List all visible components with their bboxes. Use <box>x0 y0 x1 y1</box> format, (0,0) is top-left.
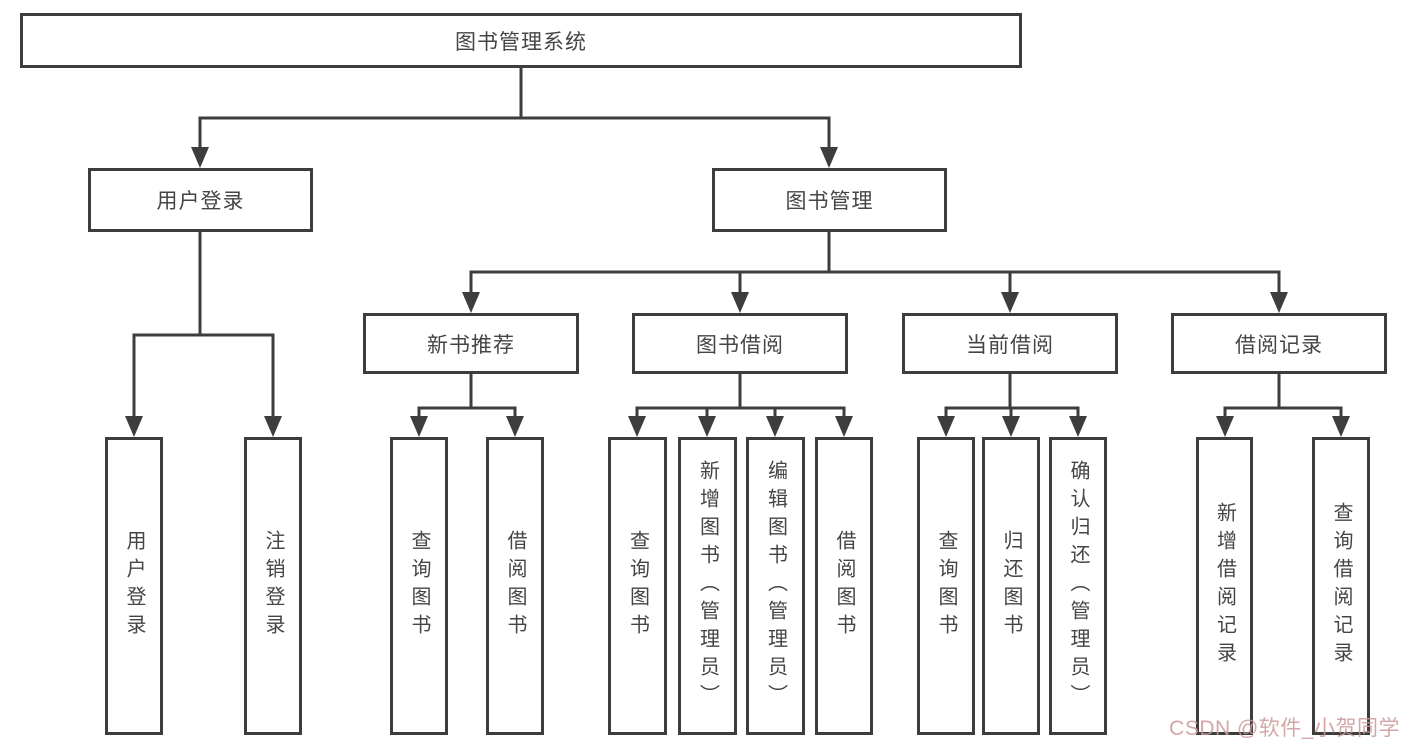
arrowhead <box>1270 292 1288 313</box>
node-root-library-management-system: 图书管理系统 <box>20 13 1022 68</box>
leaf-bb-edit-books-admin: 编辑图书（管理员） <box>746 437 805 735</box>
node-label: 新书推荐 <box>427 333 515 357</box>
leaf-br-add-borrow-record: 新增借阅记录 <box>1196 437 1253 735</box>
node-label: 查询图书 <box>408 530 430 642</box>
arrowhead <box>191 147 209 168</box>
leaf-cb-query-books: 查询图书 <box>917 437 975 735</box>
node-label: 新增图书（管理员） <box>696 460 719 712</box>
node-label: 新增借阅记录 <box>1213 502 1236 670</box>
leaf-bb-query-books: 查询图书 <box>608 437 667 735</box>
leaf-bb-borrow-books: 借阅图书 <box>815 437 873 735</box>
arrowhead <box>264 416 282 437</box>
leaf-nbr-query-books: 查询图书 <box>390 437 448 735</box>
arrowhead <box>506 416 524 437</box>
node-label: 图书借阅 <box>696 333 784 357</box>
node-label: 借阅记录 <box>1235 333 1323 357</box>
node-label: 确认归还（管理员） <box>1067 460 1089 712</box>
leaf-nbr-borrow-books: 借阅图书 <box>486 437 544 735</box>
node-user-login: 用户登录 <box>88 168 313 232</box>
connector-borrowrecord-to-leaves <box>1216 372 1350 437</box>
arrowhead <box>1069 416 1087 437</box>
arrowhead <box>937 416 955 437</box>
node-label: 用户登录 <box>123 530 145 642</box>
node-label: 注销登录 <box>262 530 284 642</box>
arrowhead <box>125 416 143 437</box>
leaf-cb-confirm-return-admin: 确认归还（管理员） <box>1049 437 1107 735</box>
connector-root-to-level1 <box>191 66 838 168</box>
node-label: 查询图书 <box>935 530 957 642</box>
leaf-bb-add-books-admin: 新增图书（管理员） <box>678 437 737 735</box>
arrowhead <box>462 292 480 313</box>
node-label: 归还图书 <box>1000 530 1022 642</box>
node-label: 图书管理系统 <box>455 30 587 54</box>
leaf-cb-return-books: 归还图书 <box>982 437 1040 735</box>
node-borrow-records: 借阅记录 <box>1171 313 1387 374</box>
arrowhead <box>1002 416 1020 437</box>
arrowhead <box>731 292 749 313</box>
arrowhead <box>1216 416 1234 437</box>
leaf-logout: 注销登录 <box>244 437 302 735</box>
node-new-book-recommend: 新书推荐 <box>363 313 579 374</box>
arrowhead <box>1001 292 1019 313</box>
arrowhead <box>820 147 838 168</box>
node-book-management: 图书管理 <box>712 168 947 232</box>
node-label: 查询图书 <box>626 530 649 642</box>
node-label: 查询借阅记录 <box>1330 502 1352 670</box>
node-label: 编辑图书（管理员） <box>764 460 787 712</box>
arrowhead <box>698 416 716 437</box>
leaf-user-login: 用户登录 <box>105 437 163 735</box>
arrowhead <box>1332 416 1350 437</box>
arrowhead <box>410 416 428 437</box>
connector-currentborrow-to-leaves <box>937 372 1087 437</box>
arrowhead <box>766 416 784 437</box>
node-label: 借阅图书 <box>833 530 855 642</box>
node-label: 图书管理 <box>785 190 874 213</box>
arrowhead <box>628 416 646 437</box>
leaf-br-query-borrow-record: 查询借阅记录 <box>1312 437 1370 735</box>
node-label: 借阅图书 <box>504 530 526 642</box>
connector-userlogin-to-leaves <box>125 230 282 437</box>
csdn-watermark: CSDN @软件_小贺同学 <box>1169 717 1400 740</box>
connector-bookmgmt-to-level2 <box>462 230 1288 313</box>
arrowhead <box>835 416 853 437</box>
node-book-borrow: 图书借阅 <box>632 313 848 374</box>
node-label: 当前借阅 <box>966 333 1054 357</box>
node-current-borrow: 当前借阅 <box>902 313 1118 374</box>
connector-newbook-to-leaves <box>410 372 524 437</box>
connector-bookborrow-to-leaves <box>628 372 853 437</box>
node-label: 用户登录 <box>156 190 245 213</box>
